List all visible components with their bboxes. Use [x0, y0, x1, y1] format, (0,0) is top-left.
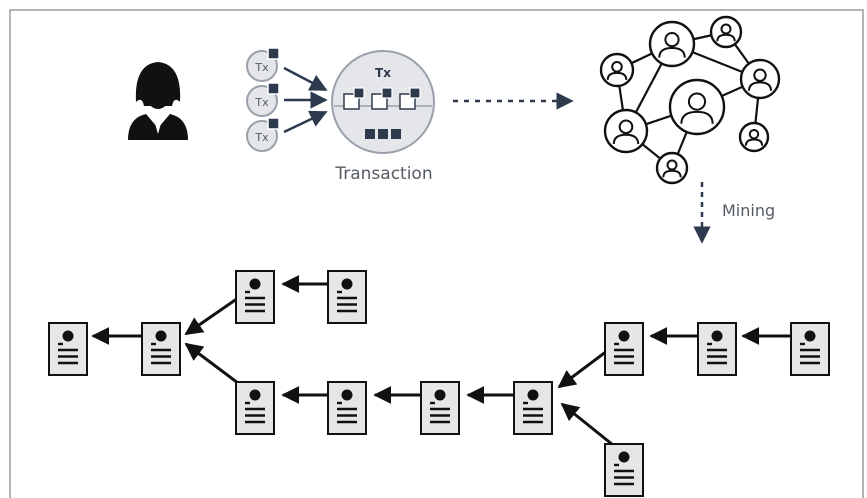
block-document-icon	[790, 322, 830, 376]
person-node-icon	[709, 15, 743, 49]
person-node-icon	[599, 52, 635, 88]
transaction-label: Transaction	[334, 164, 432, 184]
transaction-tx-label: Tx	[375, 66, 391, 80]
person-node-icon	[648, 20, 696, 68]
tx-input-1: Tx	[246, 47, 280, 82]
tx-arrow	[283, 110, 328, 134]
user-silhouette-icon	[128, 62, 188, 140]
network-nodes	[599, 15, 781, 185]
person-node-icon	[603, 108, 649, 154]
transaction-pool: Tx	[331, 50, 435, 154]
block-document-icon	[141, 322, 181, 376]
block-document-icon	[604, 443, 644, 497]
block-document-icon	[420, 381, 460, 435]
person-node-icon	[738, 121, 770, 153]
person-node-icon	[655, 151, 689, 185]
tx-label: Tx	[254, 96, 269, 109]
tx-input-3: Tx	[246, 117, 280, 152]
tx-arrow	[283, 66, 328, 92]
block-document-icon	[604, 322, 644, 376]
mining-label: Mining	[722, 201, 775, 220]
tx-label: Tx	[254, 131, 269, 144]
block-document-icon	[48, 322, 88, 376]
tx-label: Tx	[254, 61, 269, 74]
block-document-icon	[235, 381, 275, 435]
person-node-icon	[668, 78, 726, 136]
block-document-icon	[327, 270, 367, 324]
block-document-icon	[235, 270, 275, 324]
person-node-icon	[739, 58, 781, 100]
block-document-icon	[327, 381, 367, 435]
tx-input-2: Tx	[246, 82, 280, 117]
blockchain-blocks	[48, 270, 830, 497]
block-document-icon	[513, 381, 553, 435]
block-document-icon	[697, 322, 737, 376]
frame-border	[9, 9, 864, 498]
